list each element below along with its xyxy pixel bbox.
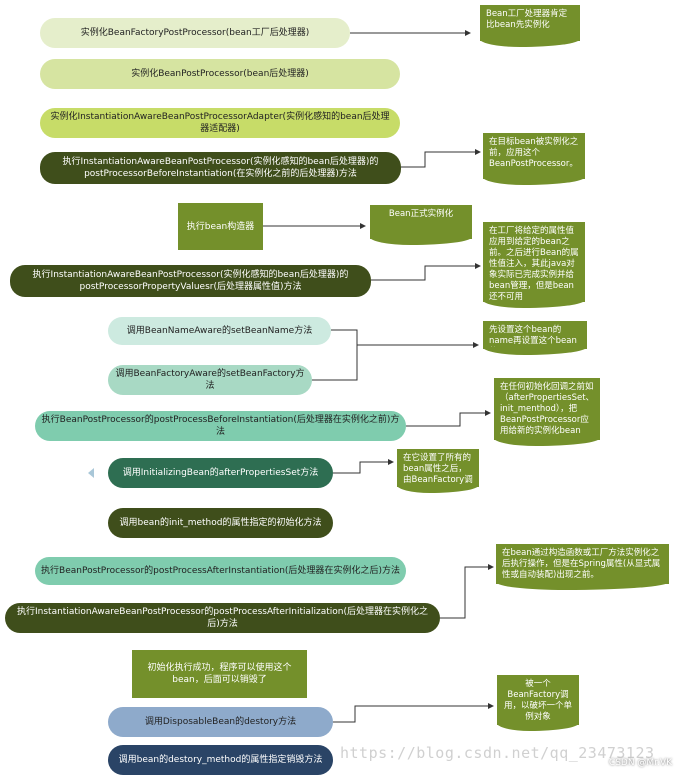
note-bean-instantiated: Bean正式实例化 [370,205,472,245]
step-init-method: 调用bean的init_method的属性指定的初始化方法 [108,508,333,538]
collapse-arrow-icon[interactable] [88,468,94,478]
watermark: https://blog.csdn.net/qq_23473123 [340,744,655,762]
note-factory-processor-first: Bean工厂处理器肯定比bean先实例化 [480,5,580,47]
note-after-instantiation: 在bean通过构造函数或工厂方法实例化之后执行操作，但是在Spring属性(从显… [496,544,669,590]
step-label: 实例化BeanPostProcessor(bean后处理器) [131,69,309,79]
step-label: 调用InitializingBean的afterPropertiesSet方法 [122,468,319,478]
credit-label: CSDN @Mr.VK [608,758,672,768]
step-set-bean-factory: 调用BeanFactoryAware的setBeanFactory方法 [108,365,312,395]
step-execute-bean-constructor: 执行bean构造器 [178,203,263,250]
step-label: 实例化InstantiationAwareBeanPostProcessorAd… [50,112,390,134]
step-initialization-success: 初始化执行成功，程序可以使用这个 bean，后面可以销毁了 [132,650,307,698]
step-instantiate-bean-post-processor: 实例化BeanPostProcessor(bean后处理器) [40,59,400,89]
step-post-processor-before-instantiation: 执行InstantiationAwareBeanPostProcessor(实例… [40,152,401,184]
note-after-properties-set: 在它设置了所有的bean属性之后，由BeanFactory调用 [397,449,479,496]
note-text: 在bean通过构造函数或工厂方法实例化之后执行操作，但是在Spring属性(从显… [502,548,661,580]
note-set-name-then-factory: 先设置这个bean的name再设置这个bean的工厂 [483,321,587,357]
step-disposable-bean-destroy: 调用DisposableBean的destory方法 [108,707,333,737]
note-destroy-singleton: 被一个BeanFactory调用，以破坏一个单例对象 [497,675,579,731]
step-post-process-after-initialization: 执行InstantiationAwareBeanPostProcessor的po… [5,603,440,633]
step-label-line2: postProcessorBeforeInstantiation(在实例化之前的… [84,169,357,179]
note-text: 被一个BeanFactory调用，以破坏一个单例对象 [503,679,572,722]
step-set-bean-name: 调用BeanNameAware的setBeanName方法 [108,317,331,345]
note-text: 在任何初始化回调之前如（afterPropertiesSet、init_ment… [500,382,595,436]
note-text: Bean工厂处理器肯定比bean先实例化 [486,9,568,30]
note-property-values: 在工厂将给定的属性值应用到给定的bean之前。之后进行Bean的属性值注入，其此… [483,222,585,308]
step-label-line2: bean，后面可以销毁了 [172,675,267,685]
step-label: 实例化BeanFactoryPostProcessor(bean工厂后处理器) [80,28,310,38]
step-label: 调用BeanFactoryAware的setBeanFactory方法 [115,369,305,391]
step-label: 调用bean的init_method的属性指定的初始化方法 [119,518,322,528]
step-label: 调用DisposableBean的destory方法 [144,717,297,727]
note-text: 在工厂将给定的属性值应用到给定的bean之前。之后进行Bean的属性值注入，其此… [489,226,579,302]
step-label: 执行BeanPostProcessor的postProcessAfterInst… [41,566,400,576]
step-label: 执行BeanPostProcessor的postProcessBeforeIns… [41,415,400,437]
note-text: 在它设置了所有的bean属性之后，由BeanFactory调用 [403,453,473,496]
note-before-init-callbacks: 在任何初始化回调之前如（afterPropertiesSet、init_ment… [494,378,600,446]
note-text: 先设置这个bean的name再设置这个bean的工厂 [489,325,577,357]
step-post-processor-property-values: 执行InstantiationAwareBeanPostProcessor(实例… [10,265,371,297]
step-label: 执行InstantiationAwareBeanPostProcessor的po… [17,607,428,629]
step-instantiate-instantiation-aware-adapter: 实例化InstantiationAwareBeanPostProcessorAd… [40,108,400,138]
step-label-line1: 执行InstantiationAwareBeanPostProcessor(实例… [62,157,379,167]
step-label: 调用bean的destory_method的属性指定销毁方法 [118,755,323,765]
step-label-line1: 初始化执行成功，程序可以使用这个 [147,663,292,673]
step-label-line1: 执行InstantiationAwareBeanPostProcessor(实例… [32,270,349,280]
note-before-instantiation: 在目标bean被实例化之前，应用这个BeanPostProcessor。 [483,133,585,185]
step-instantiate-bean-factory-post-processor: 实例化BeanFactoryPostProcessor(bean工厂后处理器) [40,18,350,48]
step-bpp-after-instantiation: 执行BeanPostProcessor的postProcessAfterInst… [35,557,406,585]
note-text: 在目标bean被实例化之前，应用这个BeanPostProcessor。 [489,137,579,169]
step-label: 调用BeanNameAware的setBeanName方法 [126,326,313,336]
step-label: 执行bean构造器 [186,221,255,232]
step-after-properties-set: 调用InitializingBean的afterPropertiesSet方法 [108,458,333,488]
step-bpp-before-instantiation: 执行BeanPostProcessor的postProcessBeforeIns… [35,411,406,441]
note-text: Bean正式实例化 [388,209,454,219]
step-label-line2: postProcessorPropertyValuesr(后处理器属性值)方法 [79,282,302,292]
step-destroy-method: 调用bean的destory_method的属性指定销毁方法 [108,745,333,775]
